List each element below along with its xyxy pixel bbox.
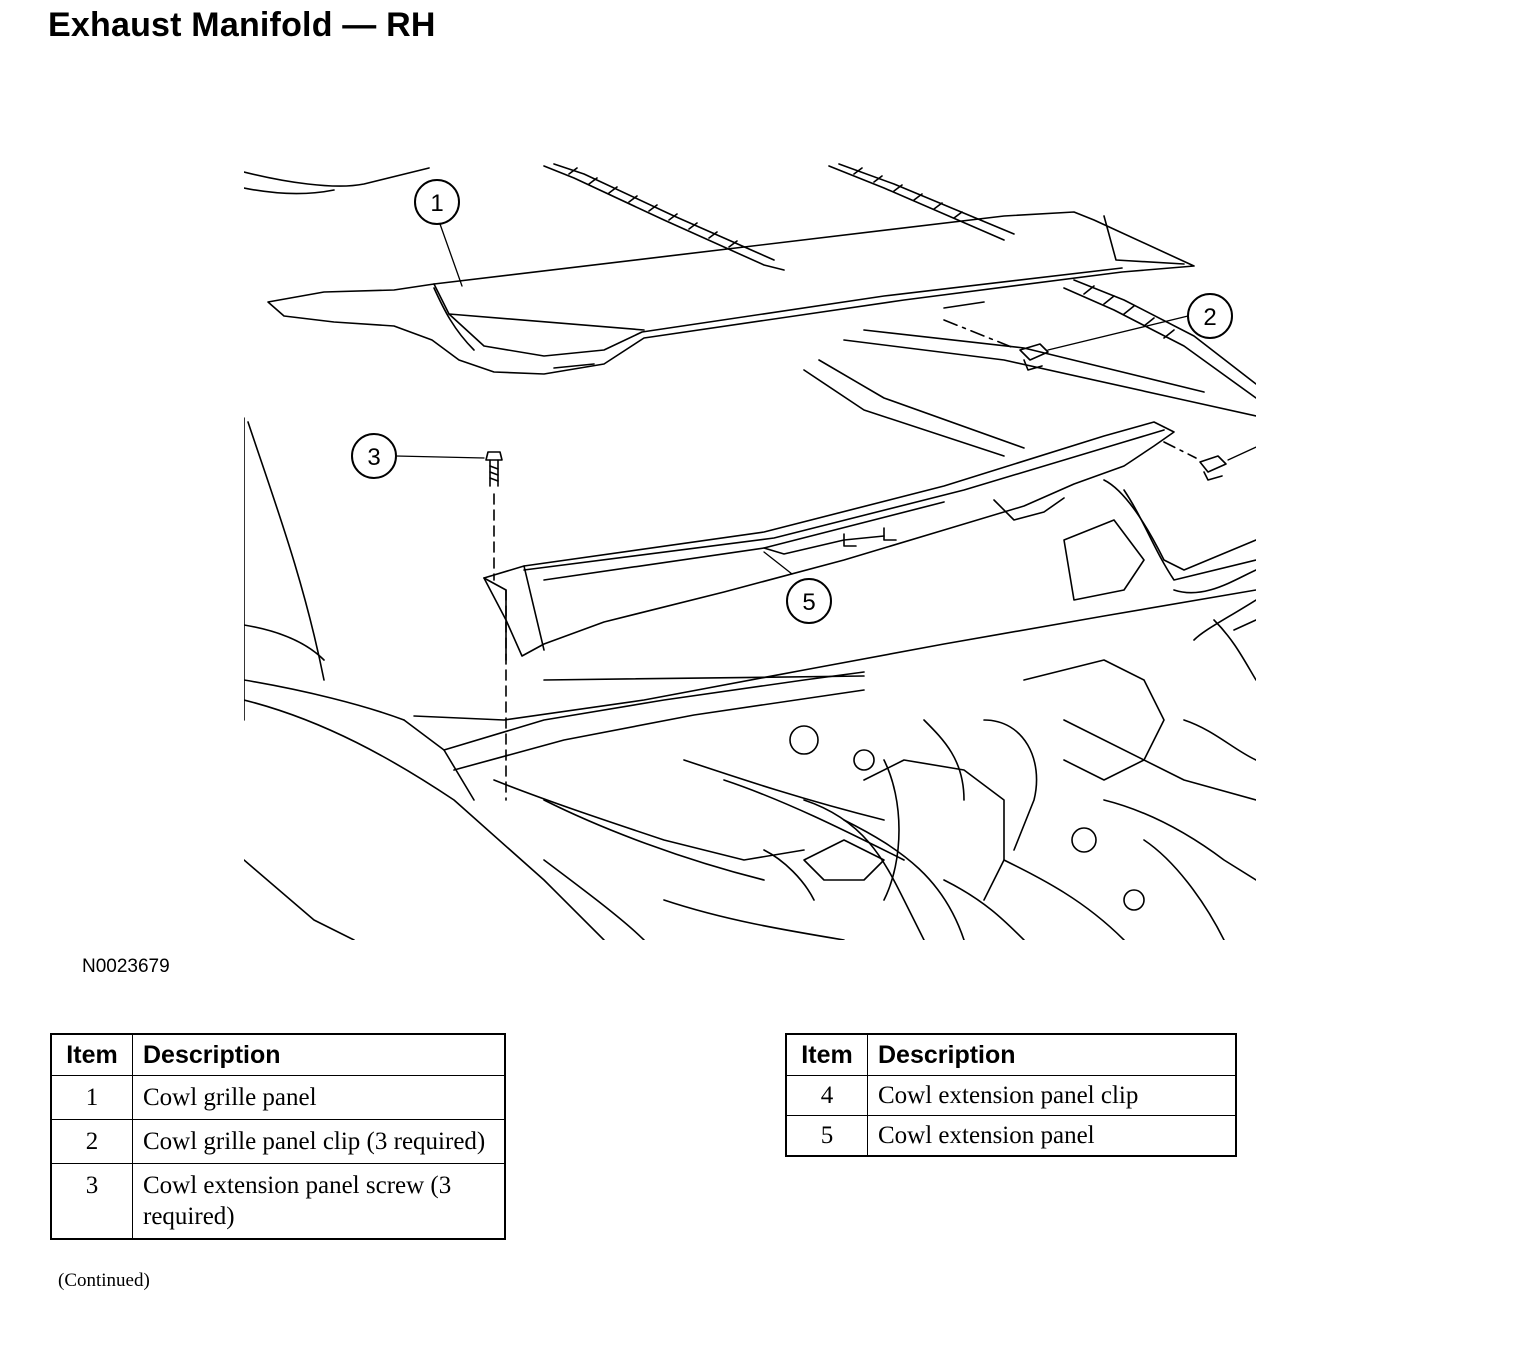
svg-text:2: 2 (1203, 304, 1216, 331)
callout-1: 1 (414, 179, 460, 225)
item-column-header: Item (50, 1033, 133, 1076)
item-description: Cowl grille panel clip (3 required) (132, 1119, 506, 1164)
wiper-arm-right (828, 163, 1015, 241)
legend-row: 2 Cowl grille panel clip (3 required) (50, 1119, 506, 1164)
cowl-extension-panel-shape (483, 421, 1175, 661)
cowl-extension-clip-shape (1163, 441, 1227, 481)
legend-row: 3 Cowl extension panel screw (3 required… (50, 1163, 506, 1240)
callout-2: 2 (1187, 293, 1233, 339)
left-body-panel (244, 417, 605, 940)
wiper-linkage (803, 279, 1256, 457)
item-number: 2 (50, 1119, 133, 1164)
item-number: 3 (50, 1163, 133, 1240)
cowl-grille-panel-shape (267, 211, 1195, 375)
item-number: 5 (785, 1115, 868, 1157)
legend-table-left: Item Description 1 Cowl grille panel 2 C… (50, 1033, 506, 1240)
item-column-header: Item (785, 1033, 868, 1076)
item-number: 1 (50, 1075, 133, 1120)
wiper-arm-left (543, 163, 785, 271)
figure-id: N0023679 (82, 956, 170, 977)
cowl-grille-clip-shape (943, 319, 1049, 371)
legend-row: 4 Cowl extension panel clip (785, 1075, 1237, 1116)
callout-leaders (395, 223, 1256, 575)
svg-text:1: 1 (430, 190, 443, 217)
legend-table-right: Item Description 4 Cowl extension panel … (785, 1033, 1237, 1157)
description-column-header: Description (867, 1033, 1237, 1076)
item-number: 4 (785, 1075, 868, 1116)
legend-row: 5 Cowl extension panel (785, 1115, 1237, 1157)
item-description: Cowl grille panel (132, 1075, 506, 1120)
legend-row: 1 Cowl grille panel (50, 1075, 506, 1120)
svg-text:5: 5 (802, 589, 815, 616)
windshield-frame (244, 167, 430, 195)
exploded-view-illustration: 1 2 3 4 5 (244, 163, 1256, 940)
page-title: Exhaust Manifold — RH (48, 6, 436, 44)
description-column-header: Description (132, 1033, 506, 1076)
wiper-motor-area (1063, 479, 1256, 641)
svg-text:3: 3 (367, 444, 380, 471)
cowl-extension-screw-shape (485, 451, 507, 801)
callout-5: 5 (786, 578, 832, 624)
item-description: Cowl extension panel clip (867, 1075, 1237, 1116)
continued-note: (Continued) (58, 1270, 150, 1291)
item-description: Cowl extension panel (867, 1115, 1237, 1157)
callout-3: 3 (351, 433, 397, 479)
engine-compartment (413, 589, 1256, 940)
legend-header-row: Item Description (50, 1033, 506, 1076)
legend-header-row: Item Description (785, 1033, 1237, 1076)
item-description: Cowl extension panel screw (3 required) (132, 1163, 506, 1240)
